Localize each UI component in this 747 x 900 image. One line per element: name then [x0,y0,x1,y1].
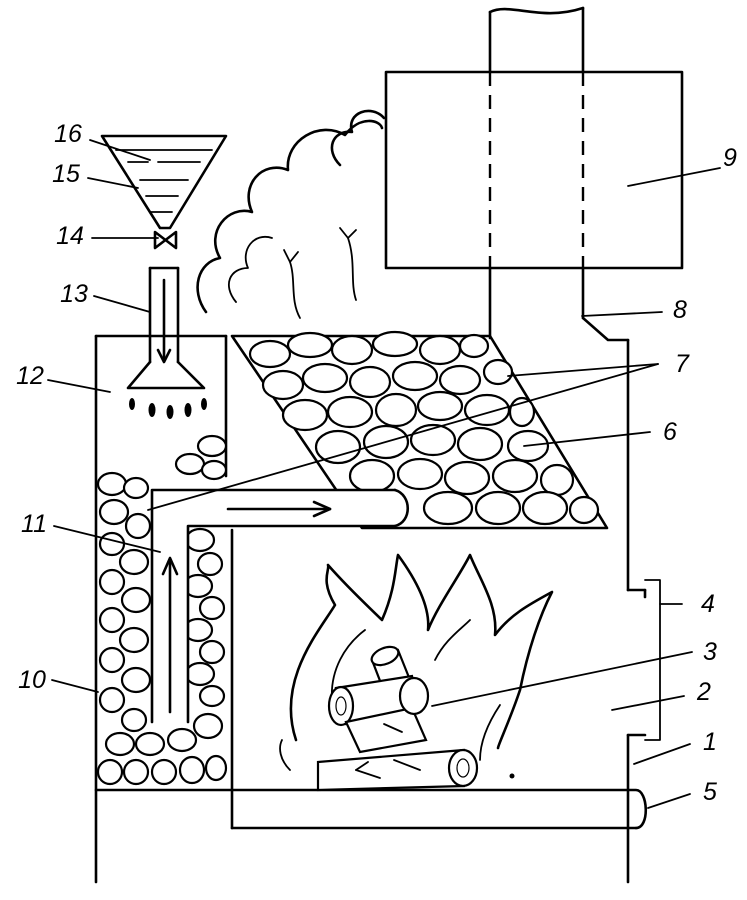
label-1: 1 [703,728,717,756]
label-13: 13 [60,280,88,308]
firebox [230,528,638,830]
label-11: 11 [21,510,47,538]
label-6: 6 [663,418,677,446]
firewood [316,645,515,792]
stove-body [94,334,661,884]
chimney-pipe [488,6,630,342]
water-tank [384,70,684,270]
water-drops [129,398,207,419]
air-duct [150,488,410,724]
flame [279,553,554,771]
label-7: 7 [675,350,690,378]
leader-lines [47,139,721,809]
valve [153,230,178,250]
water-funnel [100,134,228,230]
label-10: 10 [18,666,46,694]
label-3: 3 [703,638,717,666]
steam-cloud [196,109,386,319]
label-12: 12 [16,362,44,390]
label-15: 15 [52,160,80,188]
ash-pan [626,788,648,830]
label-8: 8 [673,296,687,324]
label-2: 2 [696,678,711,706]
label-9: 9 [723,144,737,172]
label-14: 14 [56,222,84,250]
callout-labels: 16 15 14 13 12 11 10 9 8 7 6 4 3 2 1 5 [16,120,737,806]
label-16: 16 [54,120,82,148]
label-4: 4 [701,590,715,618]
water-tube [126,266,206,390]
label-5: 5 [703,778,717,806]
